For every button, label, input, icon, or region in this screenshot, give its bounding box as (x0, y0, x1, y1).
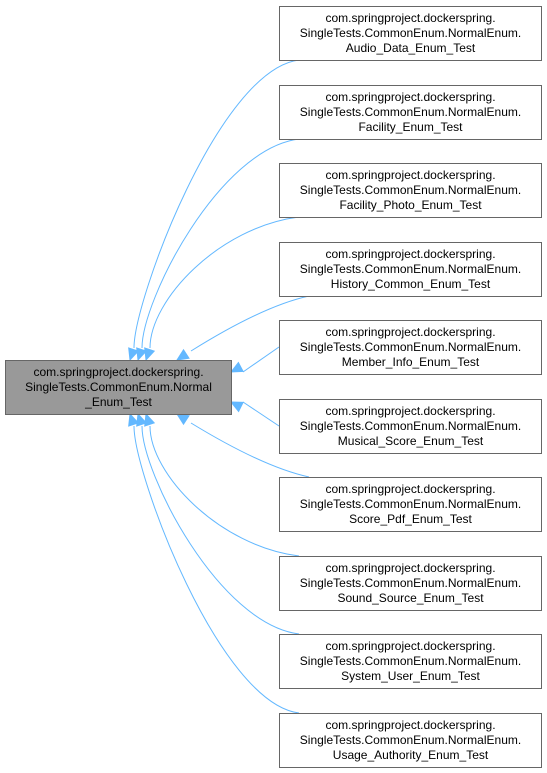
inheritance-arrowhead (175, 413, 190, 426)
derived-class-node-label-line: Facility_Photo_Enum_Test (339, 198, 482, 212)
derived-class-node-label-line: History_Common_Enum_Test (331, 277, 491, 291)
inheritance-edge (133, 59, 300, 349)
inheritance-arrowhead (128, 347, 140, 362)
inheritance-edge (190, 422, 310, 478)
derived-class-node-label-line: com.springproject.dockerspring. (325, 11, 495, 25)
derived-class-node-label-line: Musical_Score_Enum_Test (338, 434, 484, 448)
inheritance-arrowhead (144, 347, 156, 362)
inheritance-edge (242, 401, 280, 427)
derived-class-node[interactable]: com.springproject.dockerspring.SingleTes… (279, 477, 542, 532)
derived-class-node-box (279, 477, 542, 532)
base-class-node-box (5, 360, 232, 415)
derived-class-node-box (279, 556, 542, 611)
derived-class-node-label-line: com.springproject.dockerspring. (325, 247, 495, 261)
derived-class-node-label-line: Score_Pdf_Enum_Test (349, 512, 472, 526)
derived-class-node[interactable]: com.springproject.dockerspring.SingleTes… (279, 6, 542, 61)
derived-class-node-label-line: Member_Info_Enum_Test (342, 355, 480, 369)
inheritance-arrowhead (144, 412, 156, 427)
derived-class-node[interactable]: com.springproject.dockerspring.SingleTes… (279, 85, 542, 140)
derived-class-node[interactable]: com.springproject.dockerspring.SingleTes… (279, 242, 542, 297)
inheritance-edge (141, 425, 300, 635)
inheritance-arrowhead (128, 412, 140, 427)
derived-class-node-label-line: SingleTests.CommonEnum.NormalEnum. (300, 262, 521, 276)
derived-class-node-box (279, 713, 542, 768)
base-class-node[interactable]: com.springproject.dockerspring.SingleTes… (5, 360, 232, 415)
derived-class-node-label-line: Usage_Authority_Enum_Test (333, 748, 489, 762)
derived-class-node-label-line: System_User_Enum_Test (341, 669, 480, 683)
derived-class-node[interactable]: com.springproject.dockerspring.SingleTes… (279, 163, 542, 218)
derived-class-node-box (279, 320, 542, 375)
derived-class-node-label-line: com.springproject.dockerspring. (325, 404, 495, 418)
derived-class-node-box (279, 85, 542, 140)
derived-class-node-label-line: com.springproject.dockerspring. (325, 718, 495, 732)
base-class-node-label-line: _Enum_Test (84, 395, 152, 409)
base-class-node-label-line: SingleTests.CommonEnum.Normal (25, 380, 212, 394)
derived-class-node-label-line: SingleTests.CommonEnum.NormalEnum. (300, 576, 521, 590)
derived-class-node-box (279, 163, 542, 218)
inheritance-arrowhead (136, 347, 148, 362)
inheritance-edge (141, 138, 300, 349)
derived-class-node-box (279, 399, 542, 454)
derived-class-node-label-line: SingleTests.CommonEnum.NormalEnum. (300, 26, 521, 40)
derived-class-node-label-line: com.springproject.dockerspring. (325, 168, 495, 182)
derived-class-node-label-line: Sound_Source_Enum_Test (337, 591, 484, 605)
derived-class-node[interactable]: com.springproject.dockerspring.SingleTes… (279, 320, 542, 375)
derived-class-node-label-line: SingleTests.CommonEnum.NormalEnum. (300, 105, 521, 119)
derived-class-node-label-line: SingleTests.CommonEnum.NormalEnum. (300, 419, 521, 433)
derived-class-node-label-line: SingleTests.CommonEnum.NormalEnum. (300, 340, 521, 354)
derived-class-node[interactable]: com.springproject.dockerspring.SingleTes… (279, 556, 542, 611)
edges (128, 59, 310, 714)
derived-class-node-label-line: com.springproject.dockerspring. (325, 639, 495, 653)
derived-class-node-label-line: SingleTests.CommonEnum.NormalEnum. (300, 733, 521, 747)
inheritance-edge (190, 295, 310, 352)
inheritance-edge (149, 425, 300, 557)
derived-class-node-label-line: Facility_Enum_Test (358, 120, 463, 134)
derived-class-node-box (279, 634, 542, 689)
derived-class-node[interactable]: com.springproject.dockerspring.SingleTes… (279, 399, 542, 454)
derived-class-node[interactable]: com.springproject.dockerspring.SingleTes… (279, 713, 542, 768)
inheritance-edge (149, 216, 300, 349)
inheritance-arrowhead (229, 361, 244, 373)
derived-class-node-label-line: SingleTests.CommonEnum.NormalEnum. (300, 183, 521, 197)
inheritance-arrowhead (229, 401, 244, 413)
derived-class-node-label-line: com.springproject.dockerspring. (325, 561, 495, 575)
derived-class-node[interactable]: com.springproject.dockerspring.SingleTes… (279, 634, 542, 689)
base-class-node-label-line: com.springproject.dockerspring. (33, 365, 203, 379)
derived-class-node-box (279, 6, 542, 61)
derived-class-node-label-line: com.springproject.dockerspring. (325, 90, 495, 104)
inheritance-edge (242, 346, 280, 373)
derived-class-node-label-line: SingleTests.CommonEnum.NormalEnum. (300, 497, 521, 511)
inheritance-edge (133, 425, 300, 714)
derived-class-node-label-line: com.springproject.dockerspring. (325, 325, 495, 339)
derived-class-node-label-line: Audio_Data_Enum_Test (346, 41, 476, 55)
inheritance-arrowhead (175, 348, 190, 361)
inheritance-arrowhead (136, 412, 148, 427)
derived-class-node-box (279, 242, 542, 297)
derived-class-node-label-line: SingleTests.CommonEnum.NormalEnum. (300, 654, 521, 668)
nodes: com.springproject.dockerspring.SingleTes… (5, 6, 542, 768)
derived-class-node-label-line: com.springproject.dockerspring. (325, 482, 495, 496)
